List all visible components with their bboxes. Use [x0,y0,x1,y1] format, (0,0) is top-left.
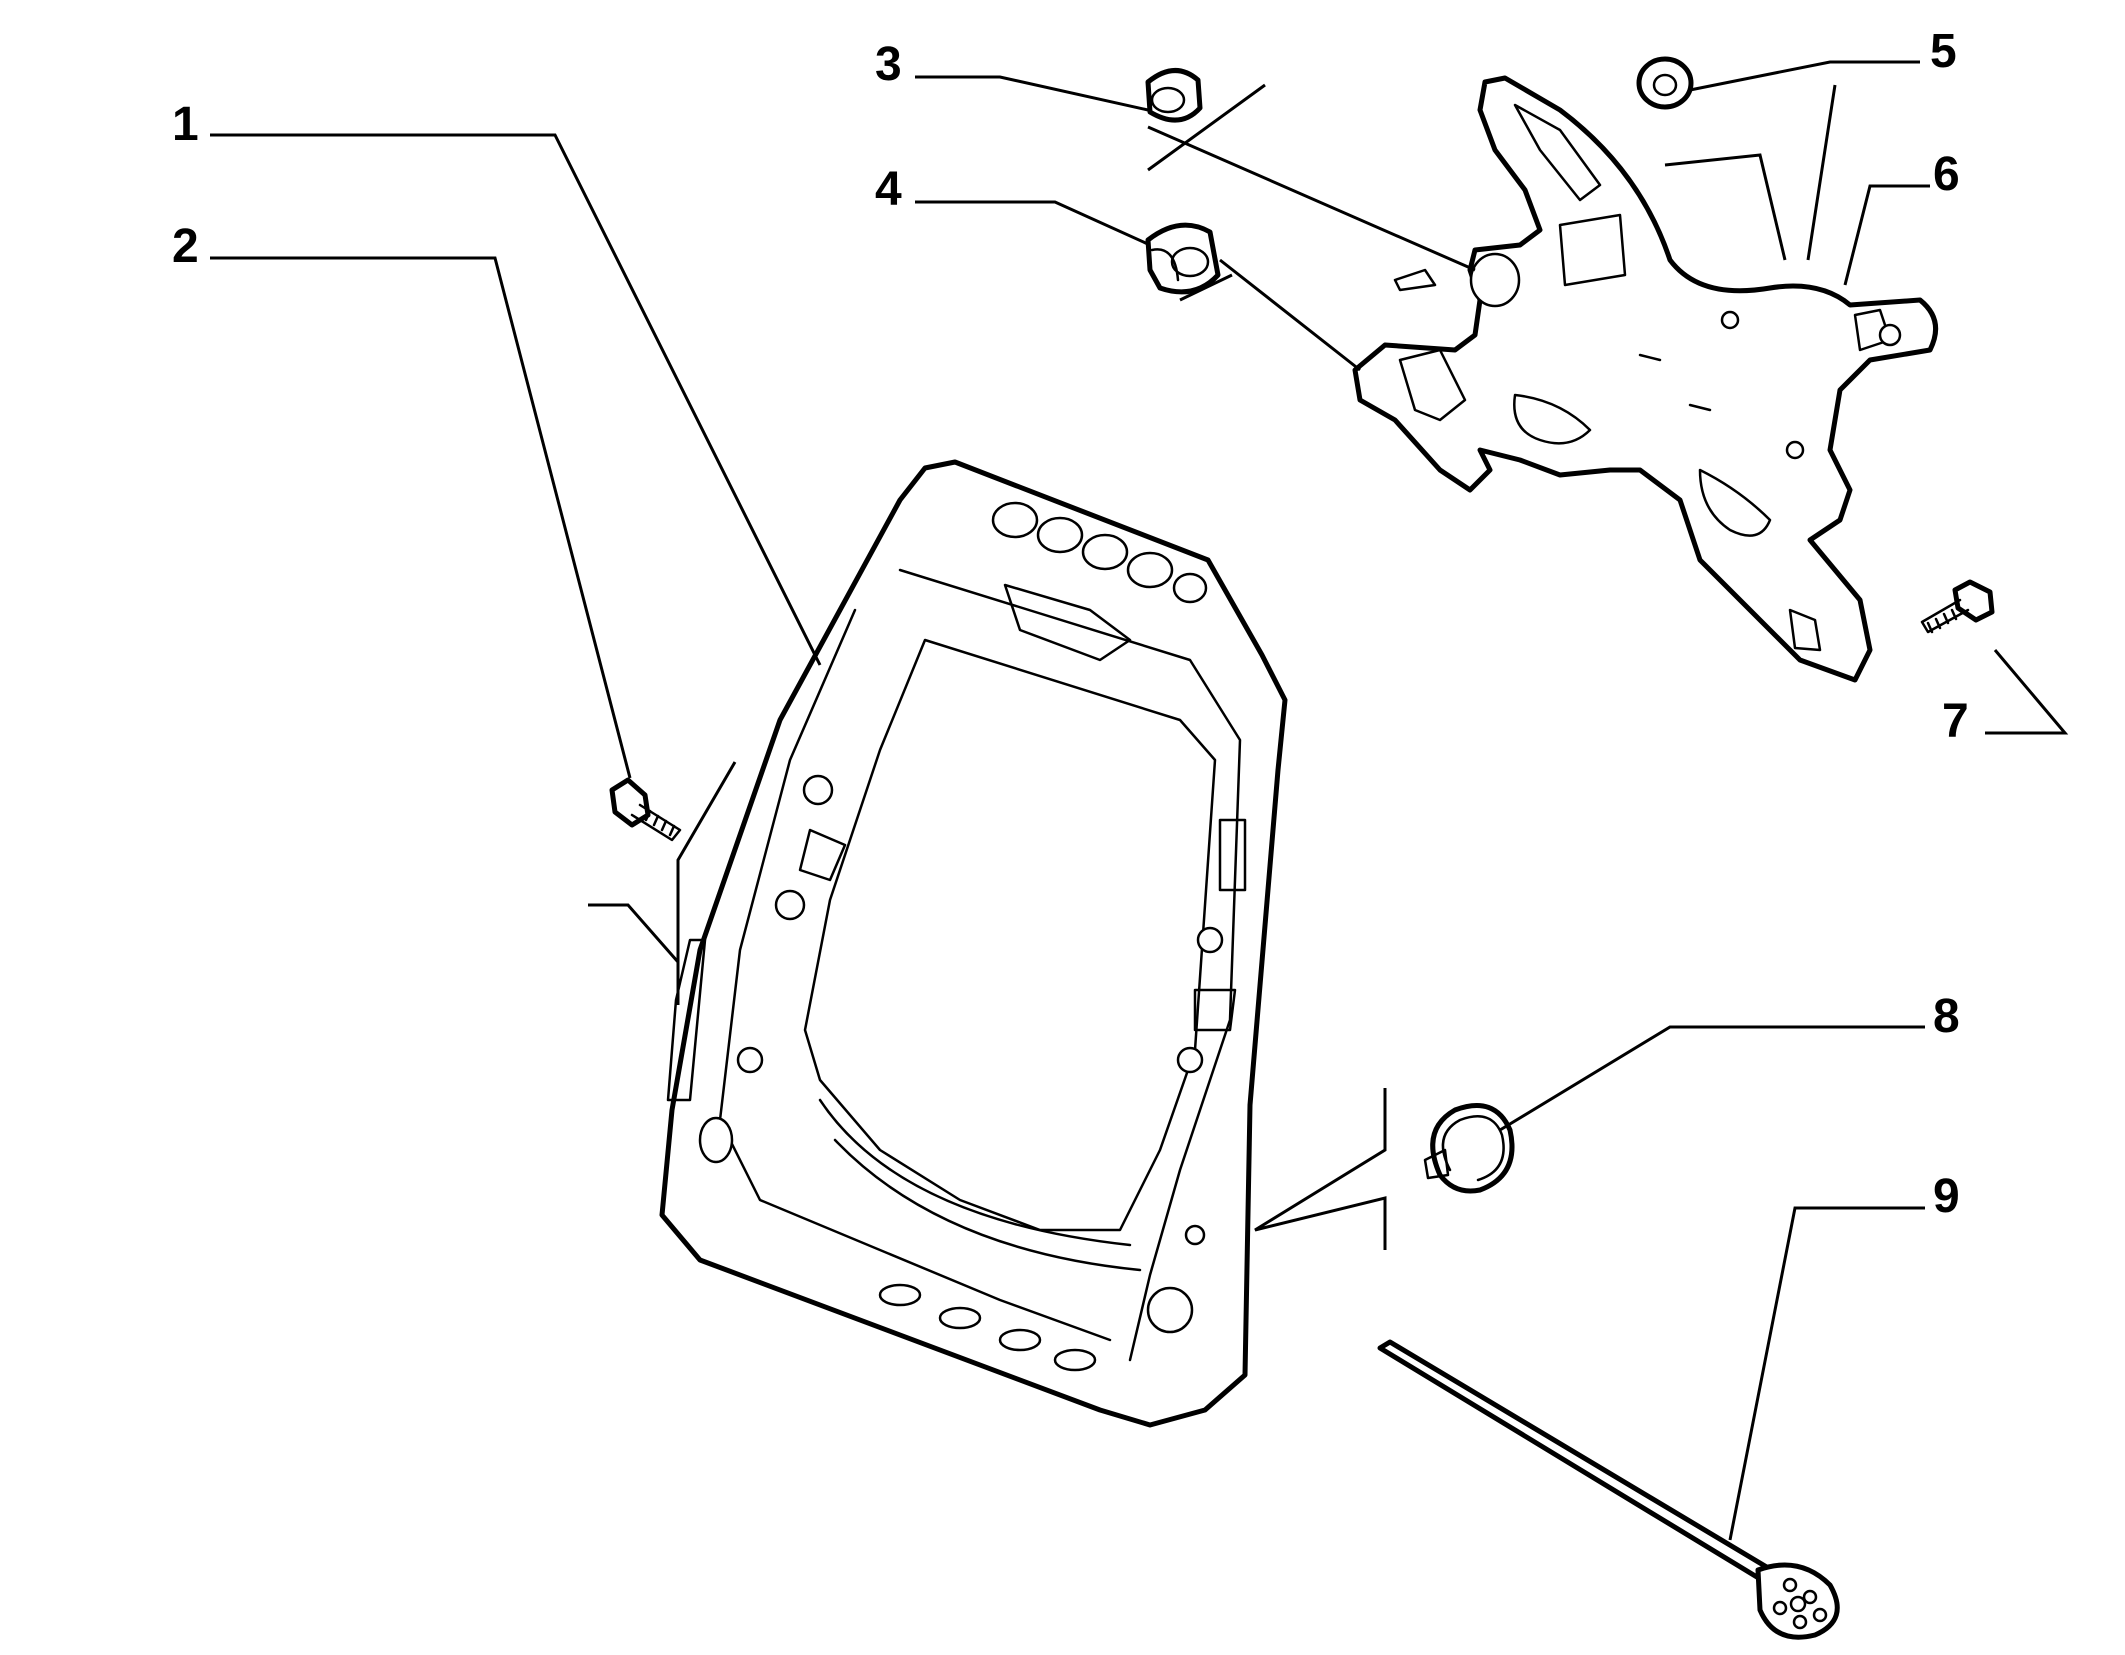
recliner-bracket-part [1352,75,1939,683]
snap-ring-part [1423,1103,1515,1194]
leader-lines [210,60,2069,1541]
callout-1: 1 [172,98,199,151]
callout-5: 5 [1930,25,1957,78]
alignment-5 [1664,84,1837,261]
leader-1 [210,133,822,666]
callout-6: 6 [1933,148,1960,201]
leader-6 [1843,184,1930,286]
leader-8 [1499,1025,1925,1132]
pivot-rod-part [1377,1339,1840,1640]
bushing-large-part [1145,222,1221,295]
leader-9 [1728,1206,1925,1541]
callout-numbers: 1 2 3 4 5 6 7 8 9 [172,25,1969,1223]
callout-8: 8 [1933,990,1960,1043]
frame-screw-part [609,777,682,842]
callout-3: 3 [875,38,902,91]
bushing-small-part [1145,68,1203,123]
alignment-2 [588,761,737,1005]
leader-2 [210,256,632,779]
alignment-4 [1179,258,1361,372]
washer-part [1636,56,1694,110]
leader-5 [1689,60,1920,92]
alignment-3 [1147,83,1476,272]
bracket-screw-part [1920,579,1995,634]
seat-back-frame-part [659,459,1288,1428]
callout-2: 2 [172,220,199,273]
callout-7: 7 [1942,695,1969,748]
leader-7 [1985,649,2069,735]
leader-4 [915,200,1151,247]
callout-9: 9 [1933,1170,1960,1223]
alignment-8 [1254,1088,1387,1250]
leader-3 [915,75,1149,112]
callout-4: 4 [875,163,902,216]
